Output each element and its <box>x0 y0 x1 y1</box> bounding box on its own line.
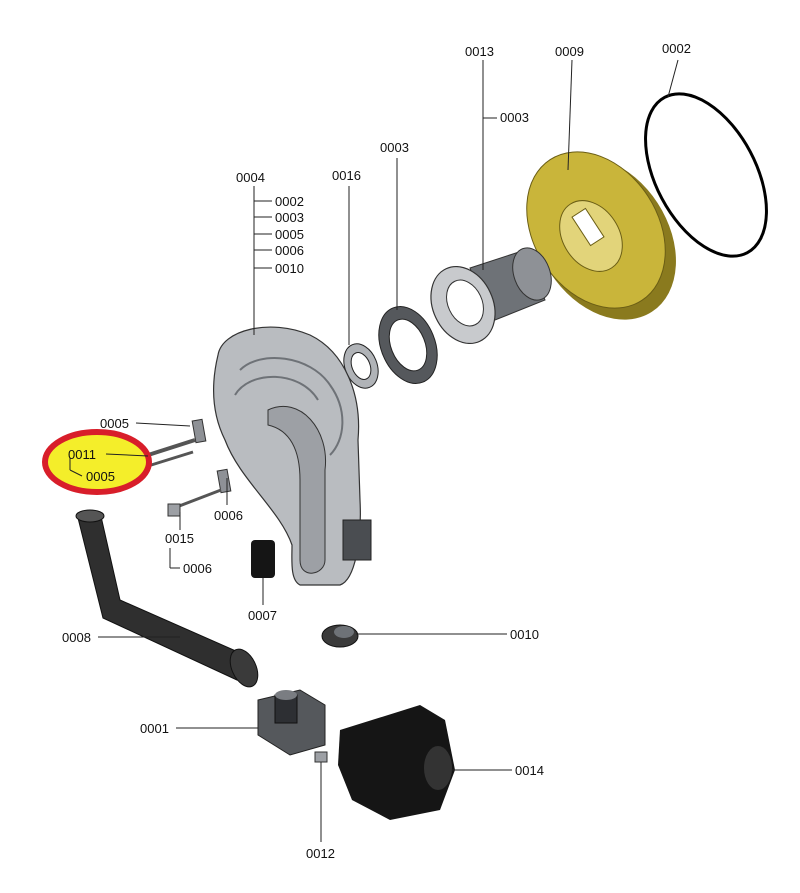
label-0004-sub-0006: 0006 <box>275 243 304 258</box>
label-0009: 0009 <box>555 44 584 59</box>
ignition-electrode-part <box>144 418 207 468</box>
cap-part <box>321 624 359 648</box>
label-0008: 0008 <box>62 630 91 645</box>
air-hose-part <box>75 509 259 688</box>
label-0004-sub-0002: 0002 <box>275 194 304 209</box>
label-0004-sub-0003: 0003 <box>275 210 304 225</box>
leader-line-0002 <box>667 59 679 98</box>
leader-line-0009 <box>567 59 573 171</box>
label-0016: 0016 <box>332 168 361 183</box>
label-0013: 0013 <box>465 44 494 59</box>
label-0006-lower: 0006 <box>183 561 212 576</box>
label-0007: 0007 <box>248 608 277 623</box>
retaining-ring-part <box>343 343 379 389</box>
label-0010: 0010 <box>510 627 539 642</box>
leader-line-0005-lower <box>69 469 83 477</box>
gas-valve-part <box>257 689 326 756</box>
o-ring-part <box>644 92 768 258</box>
fan-part <box>338 705 455 820</box>
gasket-part <box>378 306 438 384</box>
sensor-part <box>251 540 275 578</box>
label-0011: 0011 <box>68 447 96 462</box>
label-0006-right: 0006 <box>214 508 243 523</box>
label-0002-top: 0002 <box>662 41 691 56</box>
burner-housing-part <box>212 326 372 586</box>
leader-line-0005-upper <box>135 422 191 427</box>
label-0005-lower: 0005 <box>86 469 115 484</box>
label-0003-mid: 0003 <box>380 140 409 155</box>
highlight-marker <box>42 429 152 495</box>
flame-tube-part <box>430 247 552 345</box>
label-0014: 0014 <box>515 763 544 778</box>
burner-cover-part <box>526 151 676 320</box>
label-0004-sub-0005: 0005 <box>275 227 304 242</box>
leader-line-0011 <box>105 453 149 457</box>
label-0004: 0004 <box>236 170 265 185</box>
label-0015: 0015 <box>165 531 194 546</box>
label-0003-top: 0003 <box>500 110 529 125</box>
label-0004-sub-0010: 0010 <box>275 261 304 276</box>
label-0001: 0001 <box>140 721 169 736</box>
label-0005-upper: 0005 <box>100 416 129 431</box>
label-0012: 0012 <box>306 846 335 861</box>
connector-part <box>314 751 328 763</box>
